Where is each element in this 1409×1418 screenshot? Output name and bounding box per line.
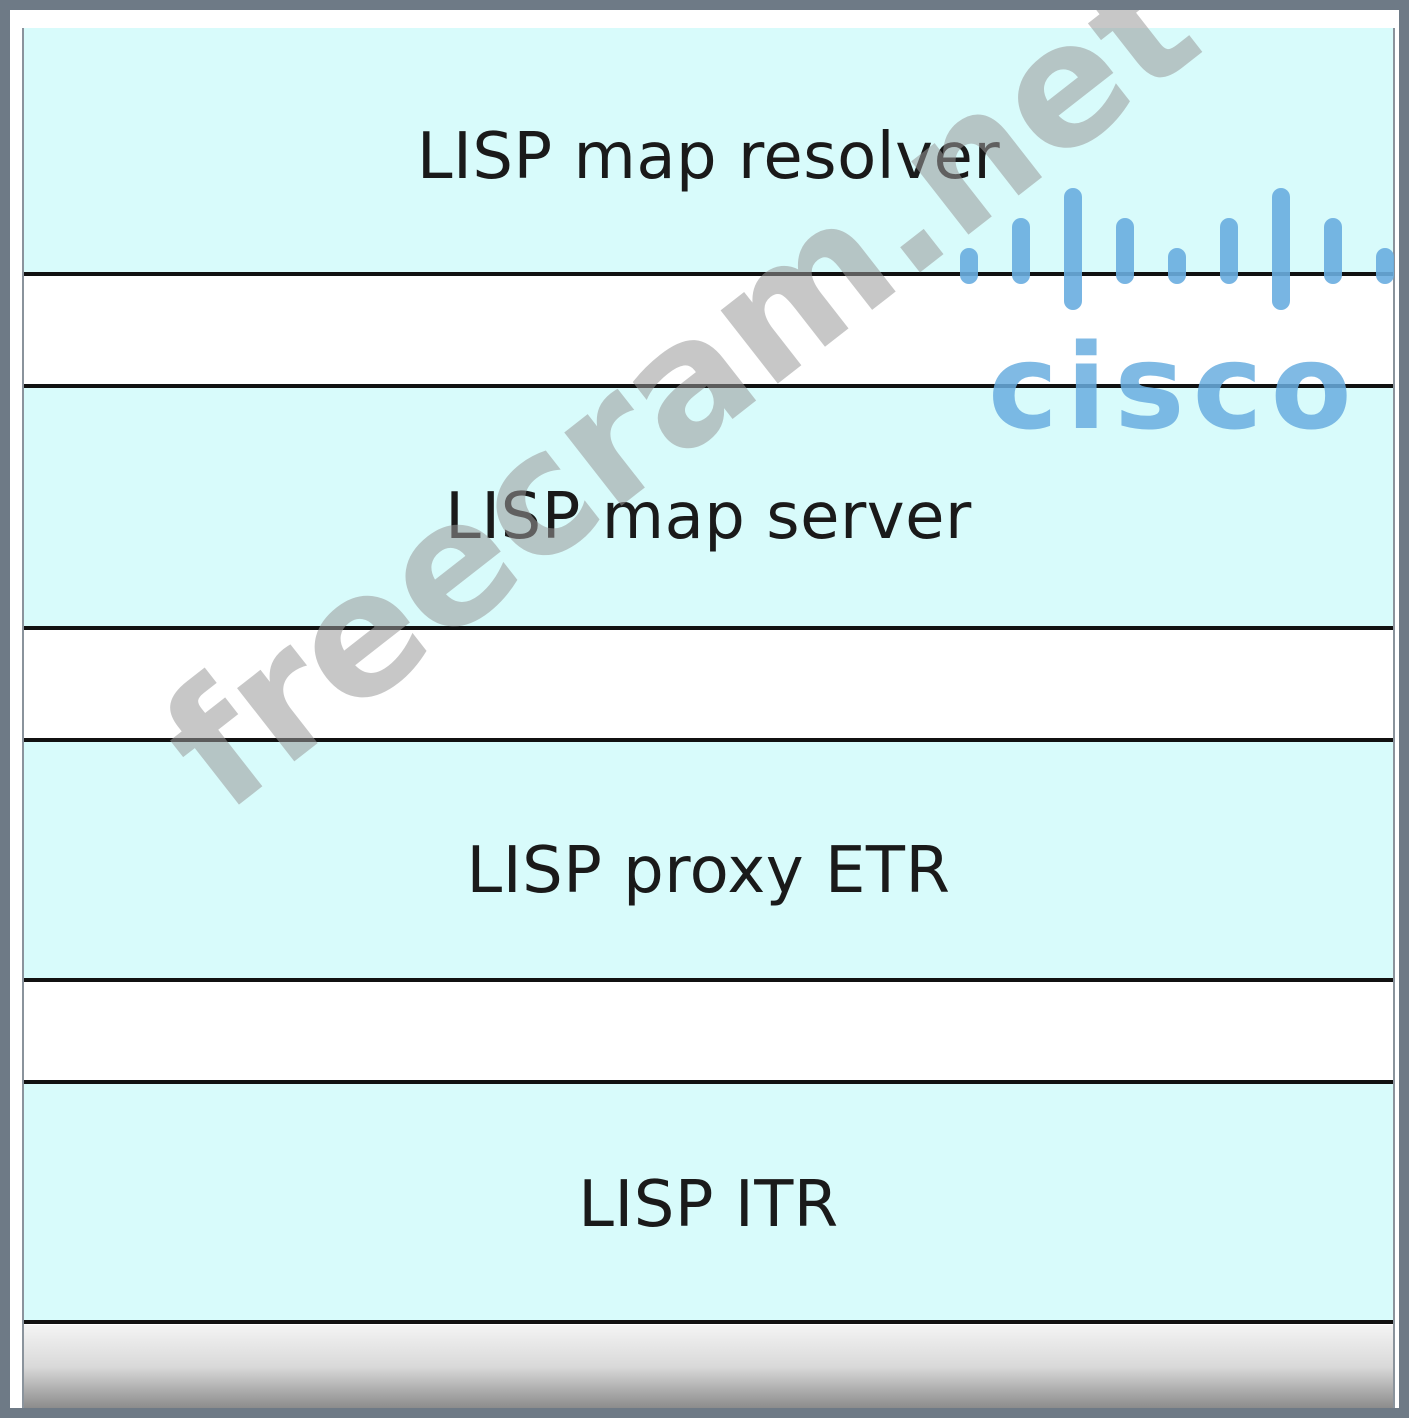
layer-label-proxy-etr: LISP proxy ETR (466, 834, 951, 908)
divider-line (24, 384, 1393, 388)
divider-line (24, 978, 1393, 982)
base-bar (24, 1325, 1393, 1408)
divider-line (24, 1080, 1393, 1084)
divider-line (24, 272, 1393, 276)
layer-band-proxy-etr: LISP proxy ETR (24, 742, 1393, 978)
layer-band-itr: LISP ITR (24, 1084, 1393, 1320)
layer-gap (24, 276, 1393, 384)
divider-line (24, 626, 1393, 630)
layer-label-map-server: LISP map server (445, 480, 972, 554)
divider-line (24, 738, 1393, 742)
divider-line (24, 1320, 1393, 1324)
layer-band-map-server: LISP map server (24, 388, 1393, 626)
layer-gap (24, 982, 1393, 1080)
layer-stack: LISP map resolver LISP map server LISP p… (22, 28, 1395, 1408)
layer-gap (24, 630, 1393, 738)
layer-label-itr: LISP ITR (578, 1168, 839, 1242)
layer-label-map-resolver: LISP map resolver (416, 120, 1001, 194)
layer-band-map-resolver: LISP map resolver (24, 28, 1393, 272)
